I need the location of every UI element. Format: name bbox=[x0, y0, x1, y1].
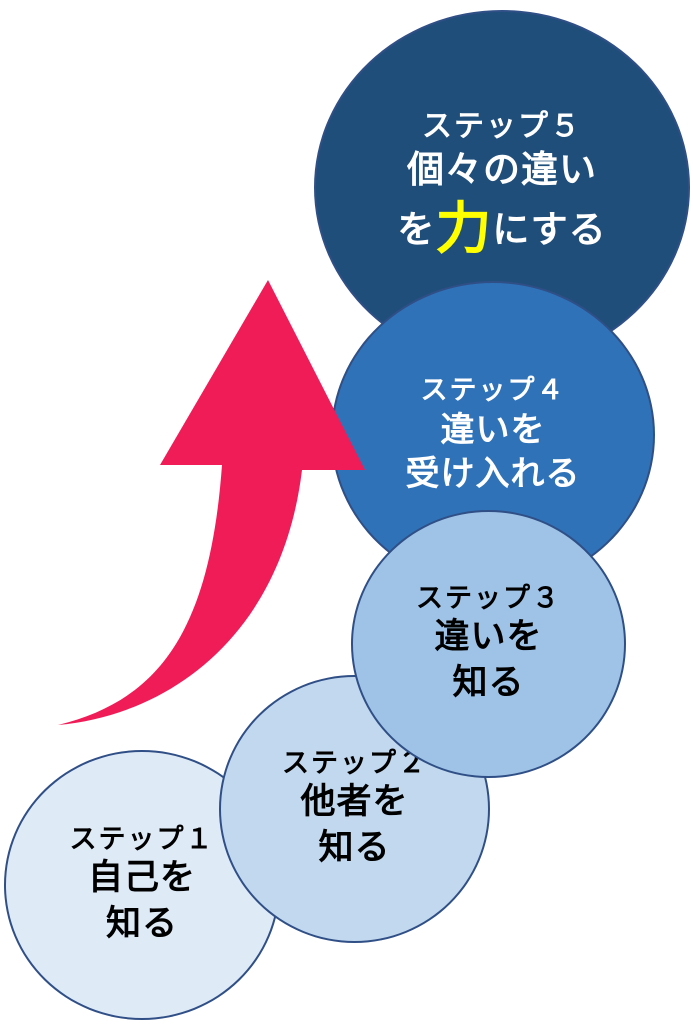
step-1-line2: 知る bbox=[105, 903, 178, 944]
step-3-line2: 知る bbox=[452, 662, 525, 703]
step-1-label: ステップ１ bbox=[69, 823, 215, 855]
step-5-line2-pre: を bbox=[397, 207, 436, 251]
step-4-line1: 違いを bbox=[440, 409, 546, 450]
step-5-line2-post: にする bbox=[492, 207, 607, 251]
step-2-line2: 知る bbox=[318, 827, 391, 868]
step-5-highlight-word: 力 bbox=[435, 196, 493, 262]
step-3-label: ステップ３ bbox=[416, 582, 561, 614]
step-4-line2: 受け入れる bbox=[405, 453, 581, 494]
step-3-circle: ステップ３ 違いを 知る bbox=[351, 510, 626, 778]
curved-up-arrow-shape bbox=[58, 280, 365, 725]
step-3-line1: 違いを bbox=[434, 617, 543, 658]
step-1-line1: 自己を bbox=[87, 858, 196, 899]
step-2-label: ステップ２ bbox=[282, 747, 427, 779]
step-5-label: ステップ５ bbox=[422, 109, 582, 145]
step-4-label: ステップ４ bbox=[420, 374, 566, 406]
step-2-line1: 他者を bbox=[300, 782, 409, 823]
step-5-line1: 個々の違い bbox=[407, 147, 597, 191]
step-5-line2: を力にする bbox=[397, 194, 606, 267]
